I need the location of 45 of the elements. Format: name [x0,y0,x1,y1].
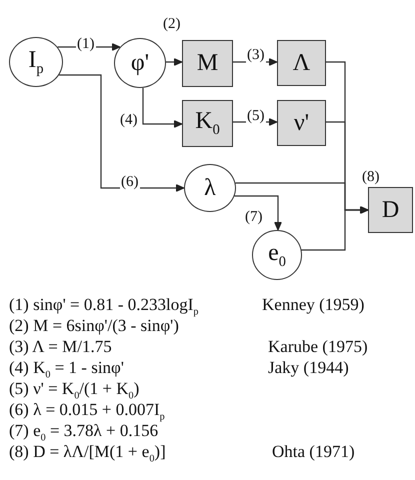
equation: (5) ν' = K$_{0}$/(1 + K$_{0}$) [9,380,140,402]
variable-circle [9,37,63,87]
edge-label: (3) [246,48,266,63]
equation-number: (2) [163,17,180,32]
equation: (7) e$_{0}$ = 3.78λ + 0.156 [9,422,158,444]
variable-circle [252,230,302,280]
variable-symbol: φ' [130,50,150,76]
variable-symbol: λ [204,174,216,202]
arrow [302,206,368,251]
arrow [233,58,278,66]
variable-box [182,40,233,87]
variable-circle [114,38,166,88]
variable-box [277,100,326,146]
arrow [234,195,282,231]
equation: (6) λ = 0.015 + 0.007I$_{p}$ [9,401,165,423]
variable-symbol: I$_{p}$ [28,46,44,78]
variable-symbol: M [196,50,218,77]
equation: (1) sinφ' = 0.81 - 0.233logI$_{p}$ [9,296,199,318]
equation: (2) M = 6sinφ'/(3 - sinφ') [9,317,179,334]
variable-box [277,40,326,86]
citation: Ohta (1971) [272,443,355,460]
arrow [233,118,278,126]
variable-symbol: e$_{0}$ [268,240,286,270]
variable-symbol: K$_{0}$ [195,108,220,139]
arrow [166,58,182,66]
equation-number: (8) [362,170,380,185]
edge-label: (1) [76,37,96,52]
variable-box [368,187,413,233]
arrow [59,74,184,192]
arrow [142,88,182,128]
variable-circle [184,164,236,212]
citation: Karube (1975) [268,338,368,355]
equation: (8) D = λΛ/[M(1 + e$_{0}$)] [9,443,166,465]
citation: Kenney (1959) [262,296,364,313]
variable-symbol: D [382,196,400,224]
variable-box [182,100,233,147]
equation: (3) Λ = M/1.75 [9,338,112,355]
citation: Jaky (1944) [268,359,349,376]
edge-label: (5) [246,109,266,124]
equation: (4) K$_{0}$ = 1 - sinφ' [9,359,124,381]
edge-label: (7) [244,210,264,225]
edge-label: (4) [119,113,138,128]
variable-symbol: Λ [292,50,310,76]
variable-symbol: ν' [294,110,310,136]
edge-label: (6) [120,175,140,190]
